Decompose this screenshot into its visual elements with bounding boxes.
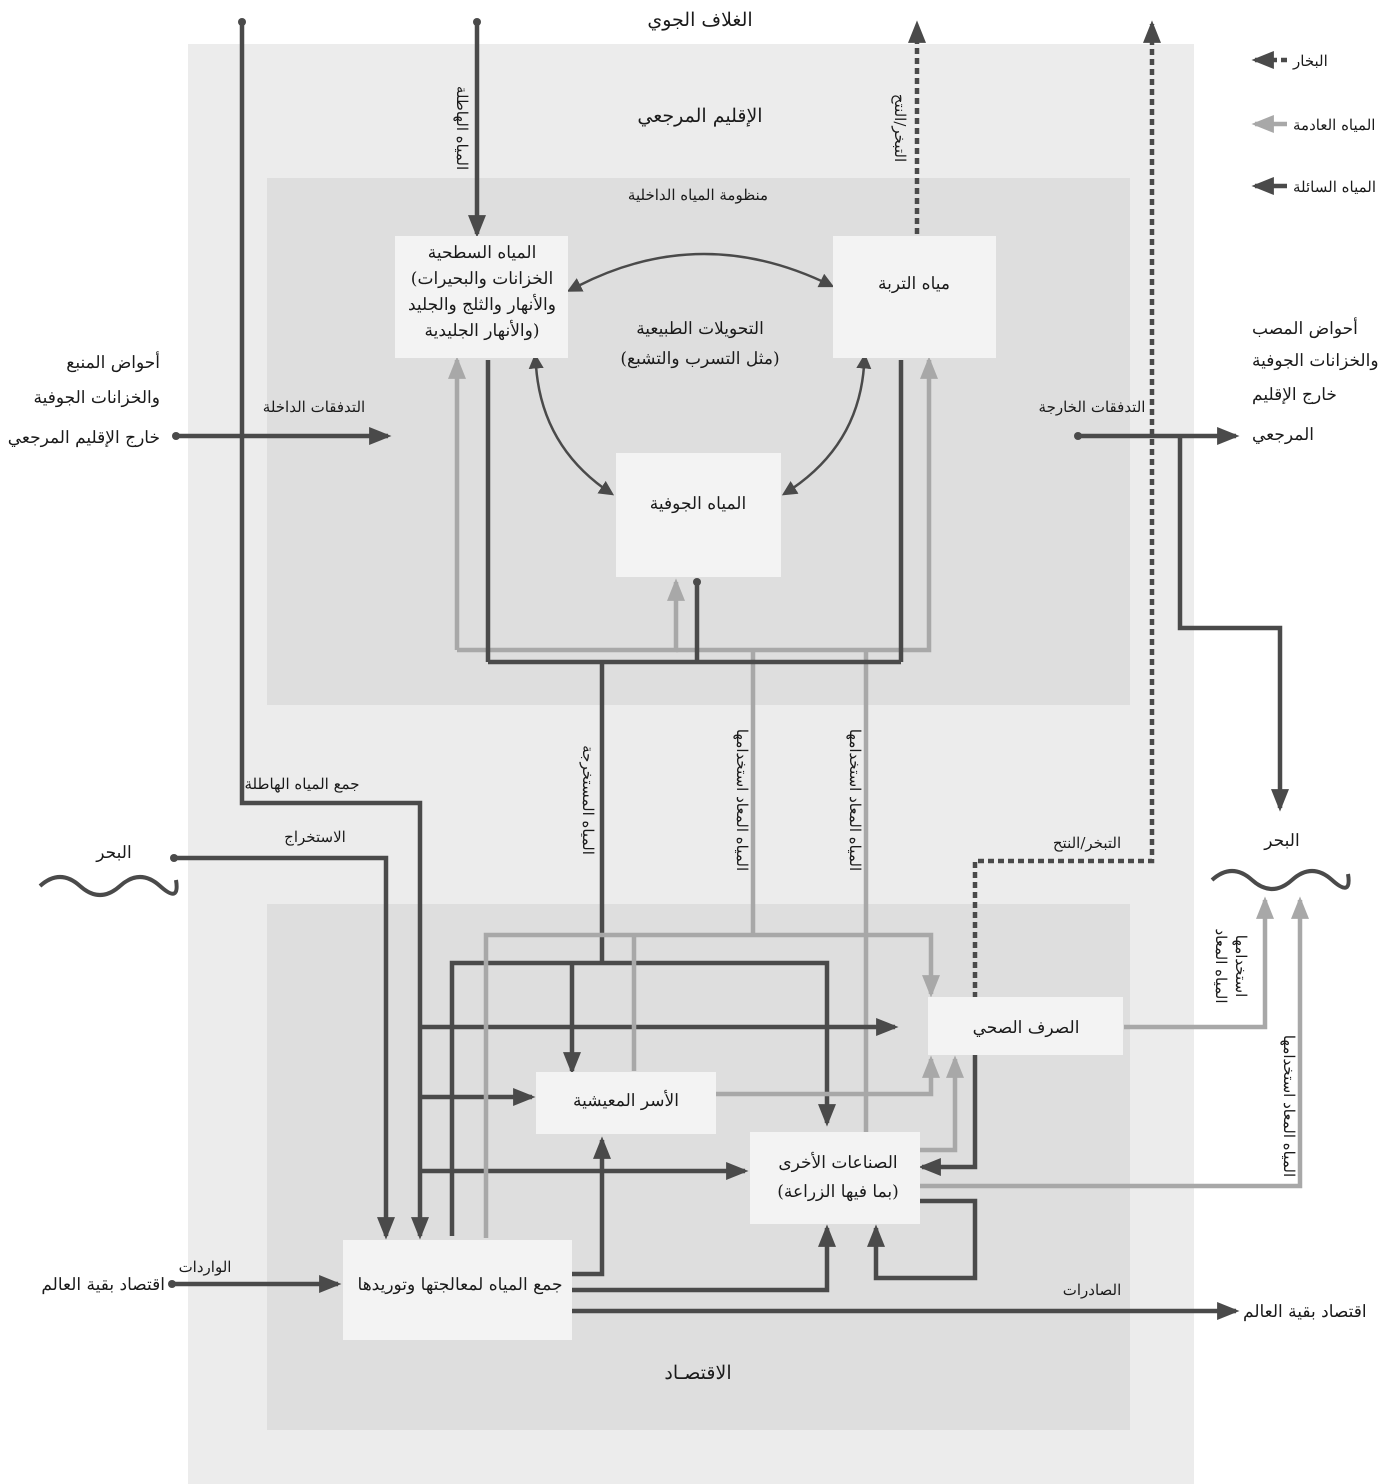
abstraction-label: الاستخراج (284, 828, 346, 846)
downstream-line3: خارج الإقليم (1252, 385, 1337, 405)
natural-transfers-label: التحويلات الطبيعية (مثل التسرب والتشبع) (620, 319, 779, 369)
surface-water-line3: والأنهار والثلج والجليد (408, 294, 556, 315)
legend-liquid-water-label: المياه السائلة (1293, 178, 1376, 196)
rain-collection-arrow (239, 22, 429, 1240)
legend-vapour-label: البخار (1292, 52, 1328, 70)
surface-water-box: المياه السطحية (الخزانات والبحيرات والأن… (395, 236, 568, 358)
supply-waste-to-sewerage-arrow (483, 932, 940, 1238)
supply-industries-riser (572, 1224, 836, 1293)
outflows-to-sea-arrow (1177, 436, 1289, 812)
natural-transfers-line1: التحويلات الطبيعية (636, 319, 764, 339)
rain-collection-label: جمع المياه الهاطلة (245, 775, 360, 793)
sewerage-label: الصرف الصحي (973, 1018, 1080, 1038)
groundwater-label: المياه الجوفية (650, 494, 746, 514)
precipitation-label: المياه الهاطلة (453, 86, 471, 170)
other-industries-box: الصناعات الأخرى (بما فيها الزراعة) (750, 1132, 920, 1224)
sea-left-wave-icon (38, 875, 179, 897)
downstream-label: أحواض المصب والخزانات الجوفية خارج الإقل… (1252, 317, 1379, 445)
abstracted-label: المياه المستخرجة (579, 745, 597, 855)
outflows-label: التدفقات الخارجة (1039, 398, 1146, 416)
soil-water-label: مياه التربة (878, 274, 950, 294)
surface-ground-transfer-arrow (528, 353, 615, 496)
economy-region (267, 904, 1130, 1430)
collection-supply-box: جمع المياه لمعالجتها وتوريدها (343, 1240, 572, 1340)
sea-right-label: البحر (1263, 831, 1299, 851)
reference-territory-title: الإقليم المرجعي (637, 105, 762, 127)
other-industries-line1: الصناعات الأخرى (778, 1152, 897, 1173)
legend-waste-water-label: المياه العادمة (1293, 116, 1375, 134)
returns-sea-1-line2: استخدامها (1232, 935, 1250, 998)
returns-2-label: المياه المعاد استخدامها (846, 729, 864, 871)
surface-water-line2: (الخزانات والبحيرات (411, 269, 553, 289)
soil-water-box: مياه التربة (833, 236, 996, 358)
exports-label: الصادرات (1063, 1281, 1122, 1299)
return-to-soil-arrow (676, 356, 938, 653)
upstream-line2: والخزانات الجوفية (33, 388, 160, 408)
surface-water-line1: المياه السطحية (428, 243, 537, 263)
groundwater-box: المياه الجوفية (616, 453, 781, 577)
soil-ground-transfer-arrow (781, 353, 872, 496)
industries-waste-to-sewerage-arrow (920, 1055, 964, 1153)
other-industries-line2: (بما فيها الزراعة) (777, 1182, 899, 1202)
natural-transfers-line2: (مثل التسرب والتشبع) (620, 349, 779, 369)
returns-1-label: المياه المعاد استخدامها (733, 729, 751, 871)
households-waste-to-sewerage-arrow (716, 1055, 940, 1097)
sewerage-return-to-sea-arrow (1124, 896, 1274, 1030)
inland-water-system-title: منظومة المياه الداخلية (628, 186, 768, 204)
evapotranspiration-bottom-arrow (972, 20, 1161, 998)
evapotranspiration-top-label: التبخر/النتح (891, 94, 909, 162)
downstream-line1: أحواض المصب (1252, 317, 1358, 339)
sea-right-wave-icon (1210, 869, 1351, 891)
supply-households-riser (572, 1136, 611, 1277)
collection-supply-label: جمع المياه لمعالجتها وتوريدها (358, 1275, 563, 1295)
inflows-label: التدفقات الداخلة (263, 398, 365, 416)
sea-left-label: البحر (95, 843, 131, 863)
sewerage-box: الصرف الصحي (928, 997, 1123, 1055)
row-economy-left-label: اقتصاد بقية العالم (41, 1275, 165, 1295)
distribution-to-industries-arrow (449, 960, 836, 1236)
industries-return-to-sea-arrow (920, 896, 1309, 1189)
sea-abstraction-arrow (174, 855, 395, 1240)
industries-self-loop-arrow (867, 1198, 978, 1281)
legend: البخار المياه العادمة المياه السائلة (1251, 51, 1376, 196)
households-box: الأسر المعيشية (536, 1072, 716, 1134)
surface-soil-transfer-arrow (566, 252, 835, 292)
row-economy-right-label: اقتصاد بقية العالم (1243, 1302, 1367, 1322)
economy-title: الاقتصـاد (664, 1362, 731, 1384)
upstream-label: أحواض المنبع والخزانات الجوفية خارج الإق… (8, 351, 160, 448)
households-label: الأسر المعيشية (573, 1090, 679, 1111)
returns-sea-2-label: المياه المعاد استخدامها (1280, 1035, 1298, 1177)
imports-label: الواردات (179, 1258, 232, 1276)
downstream-line2: والخزانات الجوفية (1252, 351, 1379, 371)
upstream-line1: أحواض المنبع (66, 351, 160, 373)
surface-water-line4: والأنهار الجليدية) (424, 320, 539, 341)
sewerage-to-industries-arrow (918, 1055, 978, 1176)
downstream-line4: المرجعي (1252, 425, 1314, 445)
returns-sea-1-line1: المياه المعاد (1212, 928, 1230, 1003)
atmosphere-title: الغلاف الجوي (647, 9, 752, 31)
evapotranspiration-bottom-label: التبخر/النتح (1053, 834, 1121, 852)
upstream-line3: خارج الإقليم المرجعي (8, 428, 160, 448)
